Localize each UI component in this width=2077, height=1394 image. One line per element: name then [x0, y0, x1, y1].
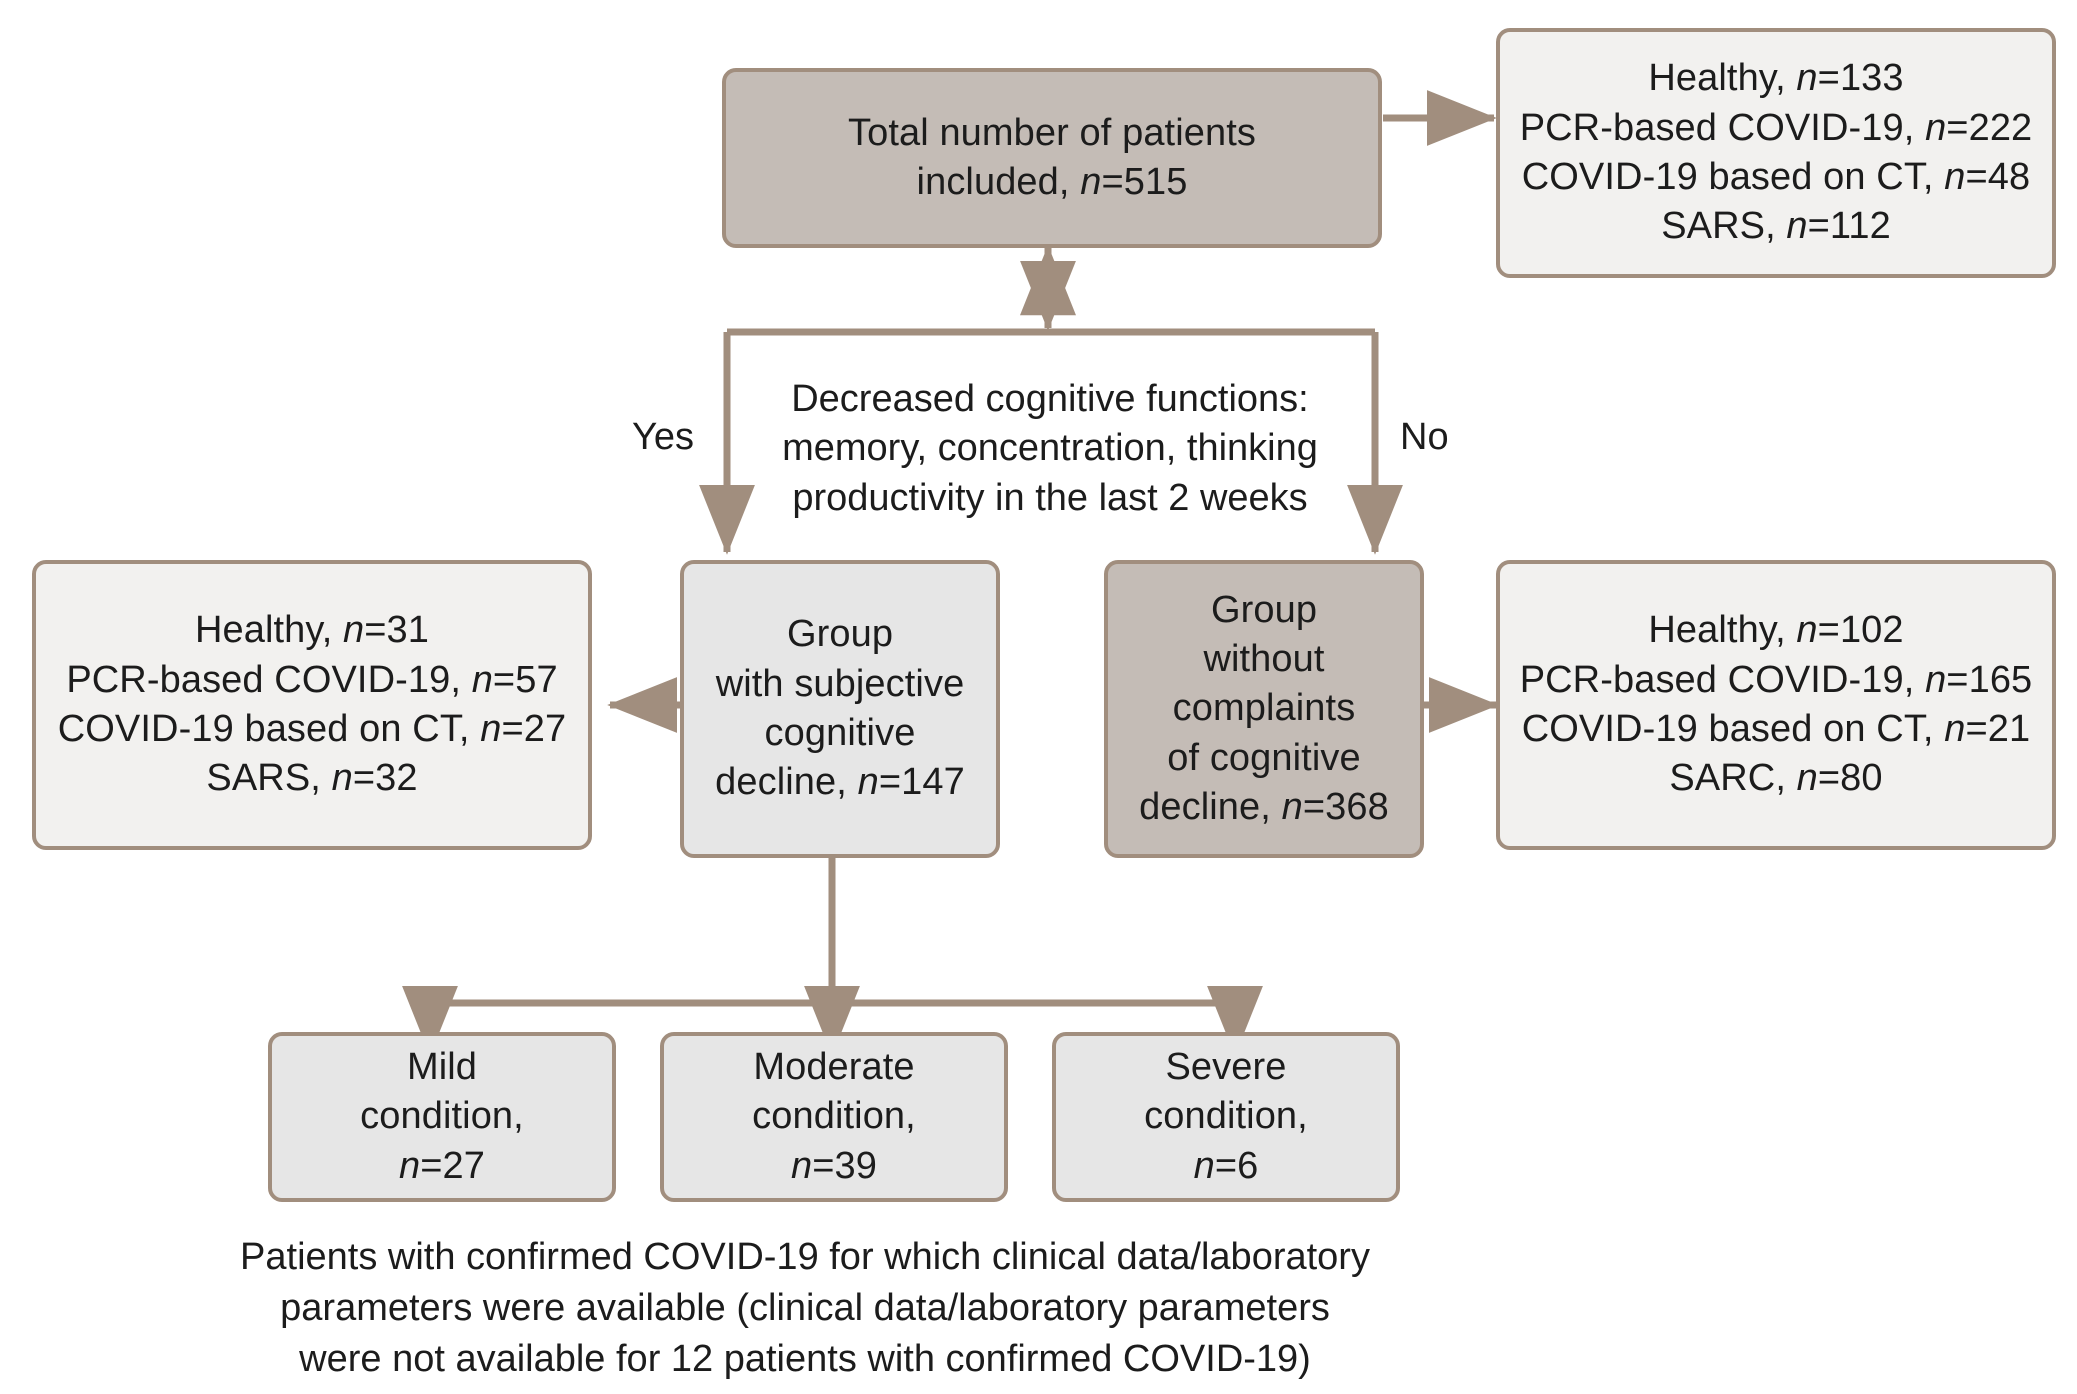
node-scd-breakdown[interactable]: Healthy, n=31 PCR-based COVID-19, n=57 C…: [32, 560, 592, 850]
node-severity-mild[interactable]: Mild condition, n=27: [268, 1032, 616, 1202]
decision-question: Decreased cognitive functions: memory, c…: [782, 378, 1318, 519]
node-group-no-complaints[interactable]: Group without complaints of cognitive de…: [1104, 560, 1424, 858]
node-group-scd-text: Group with subjective cognitive decline,…: [715, 613, 965, 804]
node-severity-moderate[interactable]: Moderate condition, n=39: [660, 1032, 1008, 1202]
footnote-text: Patients with confirmed COVID-19 for whi…: [240, 1236, 1370, 1380]
node-group-scd[interactable]: Group with subjective cognitive decline,…: [680, 560, 1000, 858]
node-no-complaints-breakdown[interactable]: Healthy, n=102 PCR-based COVID-19, n=165…: [1496, 560, 2056, 850]
node-severity-mild-text: Mild condition, n=27: [360, 1045, 524, 1187]
node-group-no-complaints-text: Group without complaints of cognitive de…: [1139, 588, 1389, 829]
node-total-breakdown[interactable]: Healthy, n=133 PCR-based COVID-19, n=222…: [1496, 28, 2056, 278]
edge-label-yes: Yes: [632, 416, 694, 458]
node-scd-breakdown-text: Healthy, n=31 PCR-based COVID-19, n=57 C…: [57, 609, 567, 800]
node-severity-severe[interactable]: Severe condition, n=6: [1052, 1032, 1400, 1202]
edge-label-no: No: [1400, 416, 1449, 458]
node-total-patients-text: Total number of patients included, n=515: [848, 111, 1256, 203]
node-severity-moderate-text: Moderate condition, n=39: [752, 1045, 916, 1187]
node-severity-severe-text: Severe condition, n=6: [1144, 1045, 1308, 1187]
node-total-patients[interactable]: Total number of patients included, n=515: [722, 68, 1382, 248]
node-total-breakdown-text: Healthy, n=133 PCR-based COVID-19, n=222…: [1519, 57, 2033, 248]
node-no-complaints-breakdown-text: Healthy, n=102 PCR-based COVID-19, n=165…: [1519, 609, 2033, 800]
